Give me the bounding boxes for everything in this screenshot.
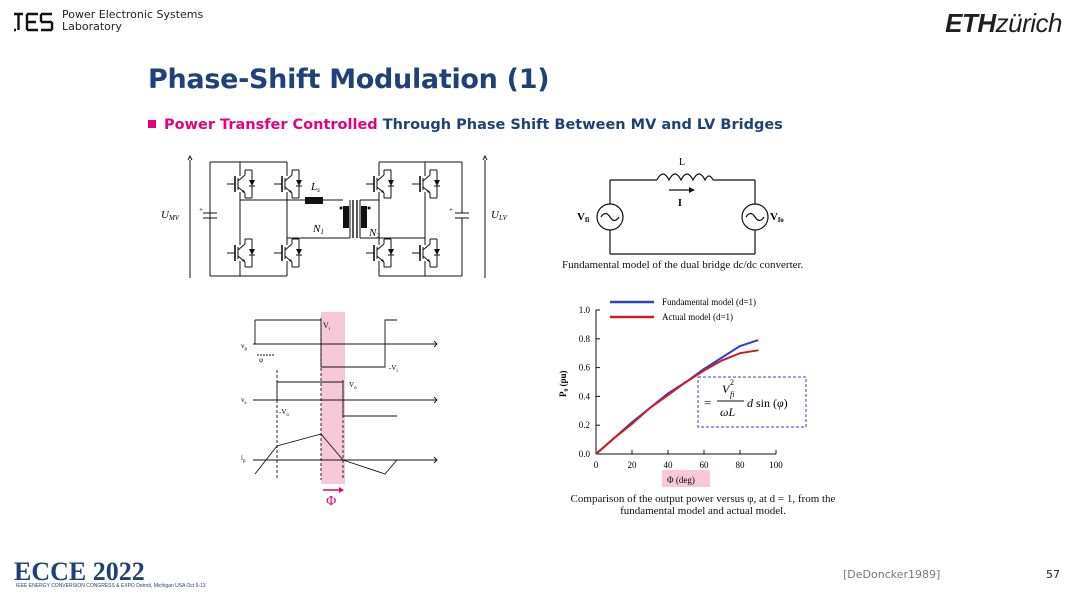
vs-label: vs: [241, 396, 247, 406]
ls-label: Ls: [310, 181, 320, 194]
phase-shift-highlight: [321, 312, 345, 484]
dab-circuit-diagram: UMV + + ULV Ls N1 N2: [161, 154, 508, 278]
ecce-logo-text: ECCE 2022: [14, 558, 145, 586]
svg-text:d sin (φ): d sin (φ): [747, 396, 788, 410]
u-mv-label: UMV: [161, 209, 180, 222]
eth-logo-rest: zürich: [995, 8, 1063, 38]
u-lv-label: ULV: [491, 209, 508, 222]
data-point: [649, 407, 651, 409]
y-tick-label: 0.4: [579, 391, 591, 401]
y-tick-label: 0.8: [579, 334, 591, 344]
data-point: [613, 437, 615, 439]
svg-text:+: +: [449, 206, 453, 214]
svg-text:2: 2: [730, 378, 734, 387]
legend-label: Actual model (d=1): [662, 312, 733, 322]
bullet-point: Power Transfer Controlled Through Phase …: [148, 117, 783, 133]
fundamental-model-caption: Fundamental model of the dual bridge dc/…: [562, 259, 804, 271]
ip-label: ip: [241, 454, 246, 464]
vp-label: vp: [241, 342, 248, 352]
svg-text:+: +: [199, 206, 203, 214]
y-tick-label: 0.2: [579, 420, 590, 430]
current-label: I: [678, 198, 682, 209]
data-point: [721, 356, 723, 359]
ecce-logo: ECCE 2022: [14, 558, 145, 586]
power-chart: 0.0 0.2 0.4 0.6 0.8 1.0 0 20 40 60 80 100 Fundament…: [558, 297, 807, 487]
svg-text:V: V: [722, 382, 731, 396]
neg-vi-label: -Vi: [389, 364, 398, 374]
y-tick-label: 0.6: [579, 363, 591, 373]
x-tick-label: 20: [628, 460, 638, 470]
bullet-highlight: Power Transfer Controlled: [164, 117, 378, 133]
lab-line2: Laboratory: [62, 20, 122, 33]
bullet-square-icon: [148, 120, 156, 128]
slide-title: Phase-Shift Modulation (1): [148, 64, 550, 95]
waveform-diagram: Vi vp φ -Vi Vo vs -Vo ip Φ: [241, 312, 438, 508]
page-number: 57: [1046, 568, 1060, 581]
reference: [DeDoncker1989]: [843, 568, 941, 581]
legend-label: Fundamental model (d=1): [662, 297, 756, 307]
bullet-text: Through Phase Shift Between MV and LV Br…: [377, 117, 783, 133]
data-point: [667, 394, 669, 396]
vi-label: Vi: [323, 321, 331, 332]
eth-logo: ETHzürich: [945, 8, 1062, 39]
ecce-subtitle: IEEE ENERGY CONVERSION CONGRESS & EXPO D…: [16, 583, 206, 589]
vfo-label: Vfo: [770, 211, 784, 224]
pes-logo: [14, 12, 54, 32]
vo-label: Vo: [349, 381, 357, 391]
lab-line1: Power Electronic Systems: [62, 8, 204, 21]
x-tick-label: 100: [769, 460, 783, 470]
vfi-label: Vfi: [577, 211, 589, 224]
formula: = V 2 fi ωL d sin (φ): [704, 378, 788, 419]
xlabel-highlight: [662, 470, 710, 487]
data-point: [721, 359, 723, 361]
x-tick-label: 0: [594, 460, 599, 470]
x-tick-label: 80: [736, 460, 746, 470]
neg-vo-label: -Vo: [279, 408, 289, 418]
y-tick-label: 0.0: [579, 449, 591, 459]
data-point: [703, 369, 705, 372]
n1-label: N1: [312, 223, 324, 236]
svg-text:=: =: [704, 395, 711, 410]
data-point: [739, 345, 741, 347]
chart-caption-line1: Comparison of the output power versus φ,…: [570, 493, 836, 505]
formula-box: [697, 376, 807, 428]
series-line-2: [595, 349, 759, 455]
phi-small-label: φ: [259, 356, 263, 364]
svg-text:fi: fi: [730, 390, 734, 399]
y-axis-label: P₀ (pu): [558, 371, 568, 397]
chart-caption-line2: fundamental model and actual model.: [620, 505, 786, 517]
n2-label: N2: [368, 227, 380, 240]
phi-label: Φ: [326, 494, 336, 508]
chart-caption: Comparison of the output power versus φ,…: [528, 493, 878, 517]
lab-name: Power Electronic Systems Laboratory: [62, 9, 203, 33]
data-point: [685, 381, 687, 383]
x-tick-label: 60: [700, 460, 710, 470]
y-tick-label: 1.0: [579, 305, 591, 315]
inductor-label: L: [679, 157, 685, 168]
x-axis-label: Φ (deg): [667, 475, 695, 485]
eth-logo-bold: ETH: [945, 8, 996, 38]
data-point: [739, 352, 741, 354]
data-point: [757, 349, 759, 351]
data-point: [595, 453, 597, 455]
x-tick-label: 40: [664, 460, 674, 470]
data-point: [631, 423, 633, 425]
fundamental-model-diagram: L I Vfi Vfo: [577, 157, 784, 255]
data-point: [757, 339, 759, 341]
svg-text:ωL: ωL: [720, 405, 735, 419]
